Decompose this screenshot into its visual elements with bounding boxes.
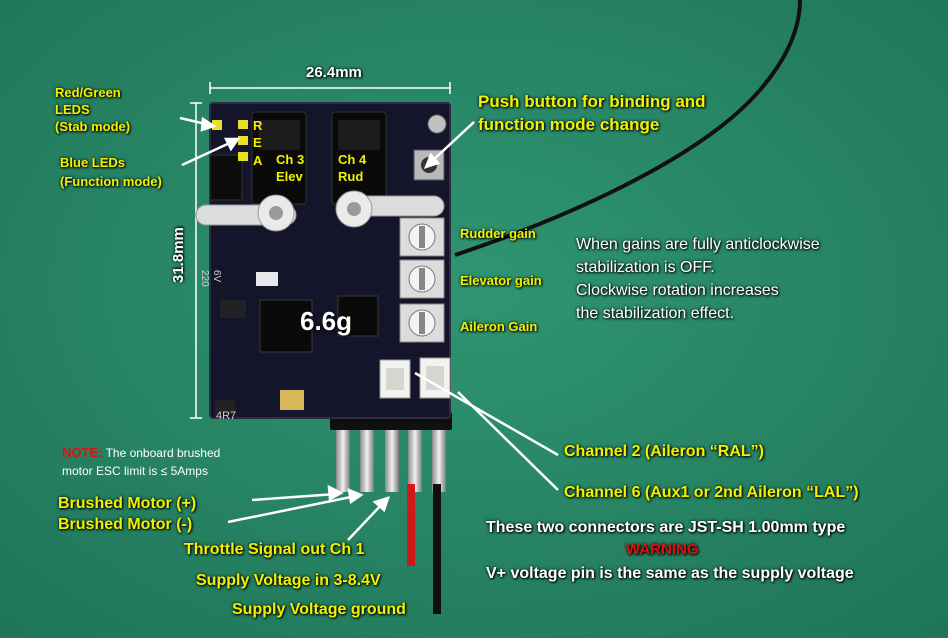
servo-horn-right	[335, 190, 445, 228]
width-dimension-label: 26.4mm	[306, 64, 362, 81]
led-blue-label-line2: (Function mode)	[60, 174, 162, 189]
jst-note: These two connectors are JST-SH 1.00mm t…	[486, 519, 846, 536]
esc-note-text-line1: The onboard brushed	[102, 446, 221, 460]
motor-minus-label: Brushed Motor (-)	[58, 516, 193, 533]
silkscreen-4r7: 4R7	[216, 410, 237, 422]
ch3-label-line1: Ch 3	[276, 152, 305, 167]
elevator-gain-label: Elevator gain	[460, 273, 542, 288]
gains-note-line1: When gains are fully anticlockwise	[576, 236, 820, 253]
ch4-label-line2: Rud	[338, 169, 364, 184]
antenna-wire	[454, 0, 802, 257]
gains-note-line3: Clockwise rotation increases	[576, 282, 779, 299]
led-red-green-label-line3: (Stab mode)	[55, 119, 131, 134]
servo-horn-left	[195, 194, 297, 232]
push-button-label-line1: Push button for binding and	[478, 92, 706, 111]
esc-note-line1: NOTE: The onboard brushed	[62, 445, 220, 460]
gyro-chip	[337, 295, 379, 337]
led-blue-label-line1: Blue LEDs	[60, 155, 126, 170]
ch3-label-line2: Elev	[276, 169, 303, 184]
channel6-label: Channel 6 (Aux1 or 2nd Aileron “LAL”)	[564, 484, 859, 501]
callout-lines	[179, 116, 559, 541]
led-a	[238, 152, 248, 161]
led-letter-a: A	[253, 153, 263, 168]
note-label: NOTE:	[62, 445, 103, 460]
aileron-gain-pot	[399, 303, 445, 343]
height-dimension-label: 31.8mm	[170, 227, 187, 283]
channel2-label: Channel 2 (Aileron “RAL”)	[564, 443, 765, 460]
warning-label: WARNING	[626, 541, 699, 558]
supply-wire-red	[407, 484, 415, 566]
supply-ground-label: Supply Voltage ground	[232, 601, 406, 618]
main-mcu-chip	[259, 299, 313, 353]
led-r	[238, 120, 248, 129]
supply-wire-black	[433, 484, 441, 614]
motor-plus-label: Brushed Motor (+)	[58, 495, 197, 512]
silkscreen-6v: 6V	[211, 270, 222, 283]
led-e	[238, 136, 248, 145]
led-letter-r: R	[253, 118, 263, 133]
rudder-gain-pot	[399, 217, 445, 257]
weight-label: 6.6g	[300, 306, 353, 336]
gains-note-line2: stabilization is OFF.	[576, 259, 715, 276]
elevator-gain-pot	[399, 259, 445, 299]
supply-voltage-label: Supply Voltage in 3-8.4V	[196, 572, 381, 589]
red-green-led	[212, 120, 222, 130]
vplus-note: V+ voltage pin is the same as the supply…	[486, 565, 854, 582]
rudder-gain-label: Rudder gain	[460, 226, 536, 241]
tantalum-capacitor	[280, 390, 304, 410]
throttle-label: Throttle Signal out Ch 1	[184, 541, 365, 558]
led-red-green-label-line1: Red/Green	[55, 85, 121, 100]
esc-note-line2: motor ESC limit is ≤ 5Amps	[62, 464, 208, 478]
gains-note-line4: the stabilization effect.	[576, 305, 735, 322]
push-button-label-line2: function mode change	[478, 115, 660, 134]
header-pins	[330, 410, 452, 492]
silkscreen-220: 220	[199, 270, 210, 287]
aileron-gain-label: Aileron Gain	[460, 319, 538, 334]
ch4-label-line1: Ch 4	[338, 152, 367, 167]
led-letter-e: E	[253, 135, 262, 150]
led-red-green-label-line2: LEDS	[55, 102, 90, 117]
